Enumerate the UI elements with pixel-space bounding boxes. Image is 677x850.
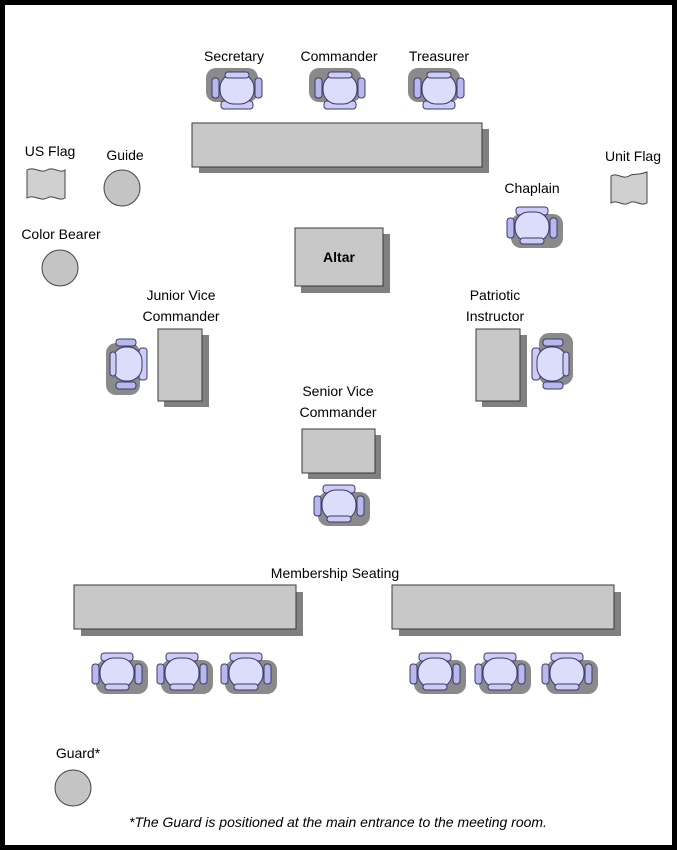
member-chair-3 xyxy=(220,652,277,694)
member-chair-2 xyxy=(156,652,213,694)
membership-table-right xyxy=(391,584,621,636)
junior-vice-commander-label-line1: Junior Vice xyxy=(146,287,215,303)
member-chair-6 xyxy=(541,652,598,694)
patriotic-instructor-label-line2: Instructor xyxy=(466,308,525,324)
unit-flag-icon xyxy=(610,171,648,205)
member-chair-1 xyxy=(91,652,148,694)
junior-vice-commander-table xyxy=(157,328,209,407)
unit-flag-label: Unit Flag xyxy=(605,148,661,164)
us-flag-label: US Flag xyxy=(25,143,76,159)
member-chair-5 xyxy=(474,652,531,694)
junior-vice-commander-label-line2: Commander xyxy=(142,308,219,324)
junior-vice-commander-chair xyxy=(106,338,148,395)
membership-seating-label: Membership Seating xyxy=(271,565,399,581)
treasurer-chair xyxy=(408,68,465,110)
guard-label: Guard* xyxy=(56,745,101,761)
color-bearer-label: Color Bearer xyxy=(21,226,101,242)
guide-label: Guide xyxy=(106,147,144,163)
patriotic-instructor-table xyxy=(475,328,527,407)
senior-vice-commander-chair xyxy=(313,484,370,526)
treasurer-label: Treasurer xyxy=(409,48,470,64)
senior-vice-commander-label-line2: Commander xyxy=(299,404,376,420)
patriotic-instructor-label-line1: Patriotic xyxy=(470,287,521,303)
guard-footnote: *The Guard is positioned at the main ent… xyxy=(129,814,547,830)
senior-vice-commander-table xyxy=(301,428,381,479)
altar-label: Altar xyxy=(323,249,355,265)
head-table xyxy=(191,122,489,173)
member-chair-4 xyxy=(409,652,466,694)
chaplain-chair xyxy=(506,206,563,248)
commander-chair xyxy=(309,68,366,110)
us-flag-icon xyxy=(26,168,66,200)
chaplain-label: Chaplain xyxy=(504,180,559,196)
altar-table xyxy=(294,227,390,293)
secretary-chair xyxy=(206,68,263,110)
senior-vice-commander-label-line1: Senior Vice xyxy=(302,383,374,399)
patriotic-instructor-chair xyxy=(531,333,573,390)
guide-marker xyxy=(103,169,141,207)
guard-marker xyxy=(54,769,92,807)
secretary-label: Secretary xyxy=(204,48,264,64)
commander-label: Commander xyxy=(300,48,377,64)
color-bearer-marker xyxy=(41,249,79,287)
membership-table-left xyxy=(73,584,303,636)
